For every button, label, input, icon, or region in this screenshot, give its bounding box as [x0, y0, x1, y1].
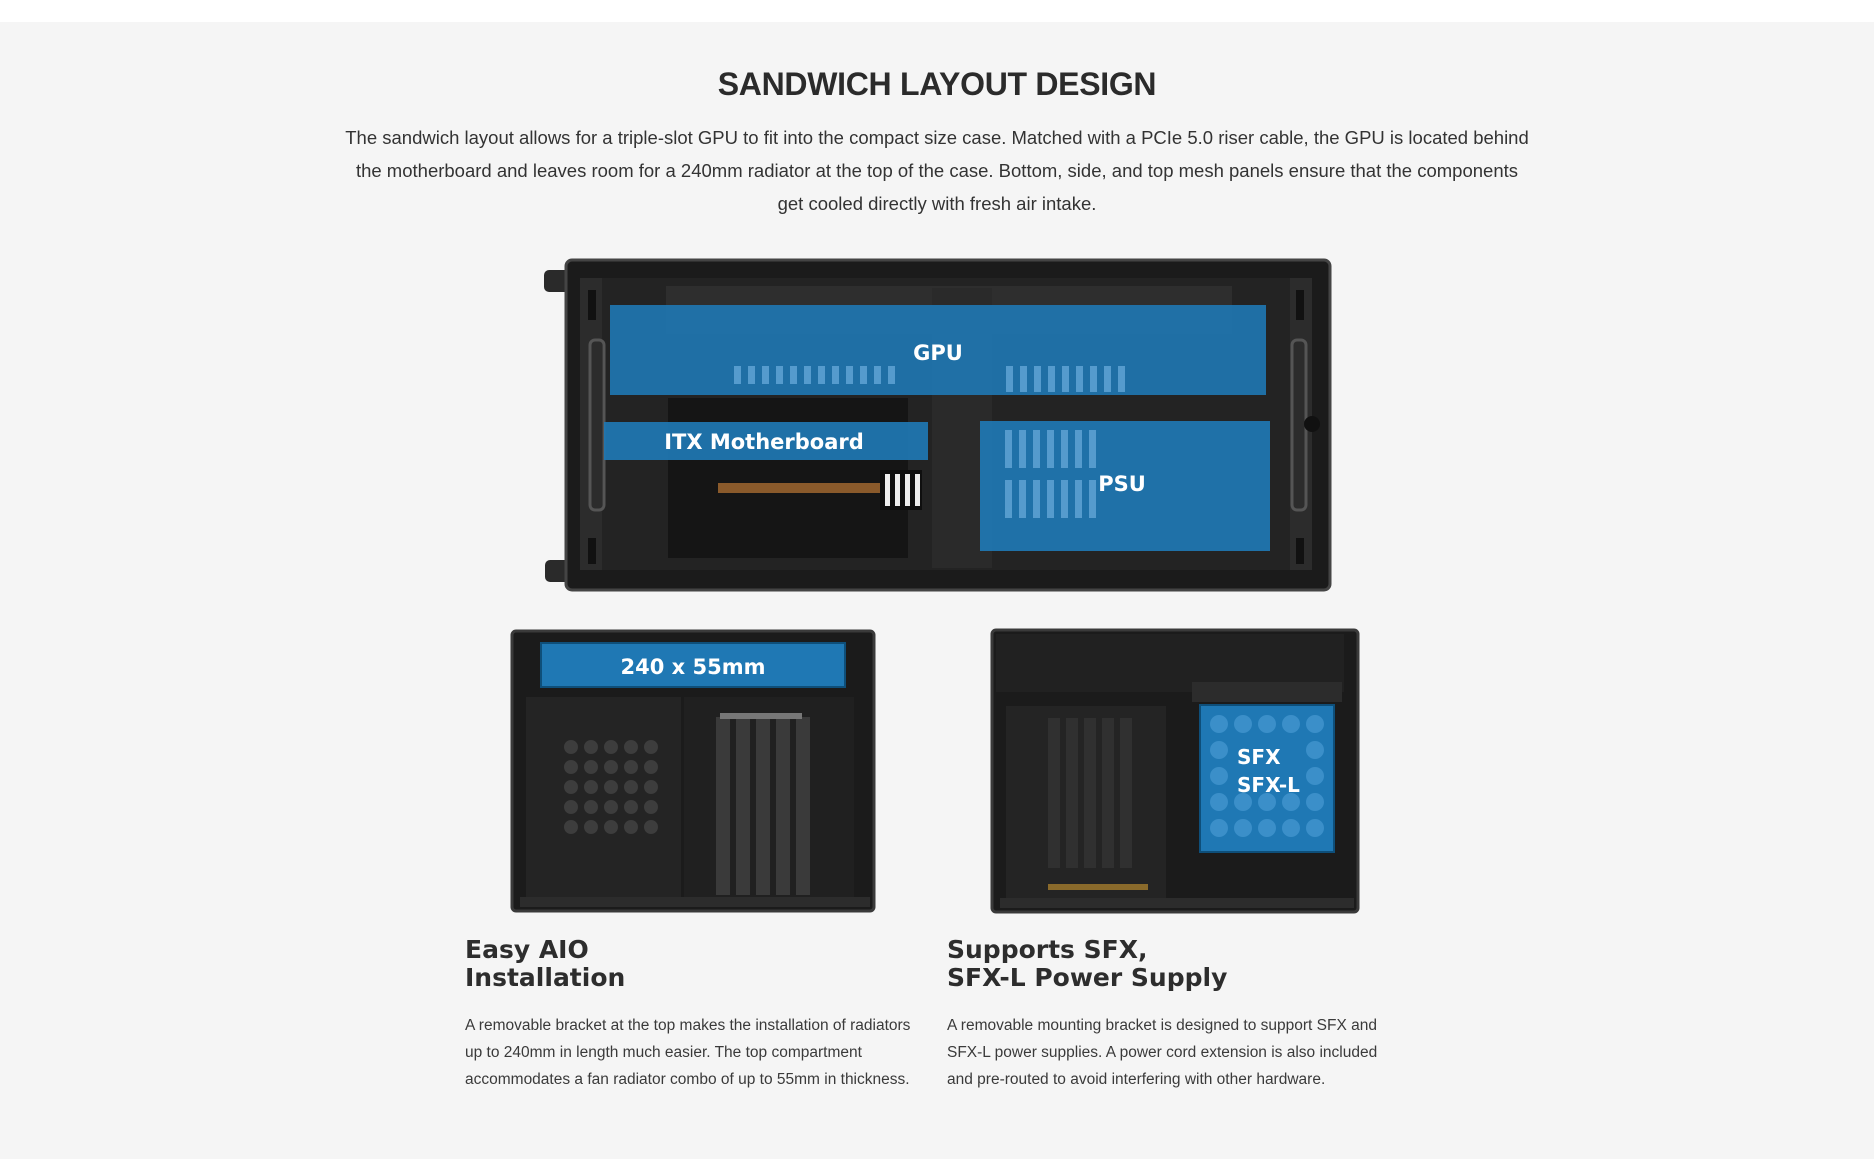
bottom-white-strip: [0, 1159, 1874, 1167]
thumbscrew-top: [544, 270, 570, 292]
feature-text-aio: A removable bracket at the top makes the…: [465, 1017, 911, 1088]
aio-case-image: 240 x 55mm: [506, 627, 886, 917]
aio-size-label: 240 x 55mm: [621, 655, 766, 679]
psu-case-image: SFX SFX-L: [986, 626, 1366, 916]
gpu-label: GPU: [913, 341, 963, 365]
sfx-l-label: SFX-L: [1237, 773, 1300, 797]
aio-radiator-highlight: [540, 642, 846, 688]
main-case-image: GPU ITX Motherboard PSU: [540, 258, 1340, 594]
section-intro: The sandwich layout allows for a triple-…: [345, 127, 1529, 214]
feature-title-psu: Supports SFX, SFX-L Power Supply: [947, 935, 1228, 992]
gpu-highlight: [610, 305, 1266, 395]
sfx-label: SFX: [1237, 745, 1281, 769]
top-white-bar: [0, 0, 1874, 22]
section-title: SANDWICH LAYOUT DESIGN: [717, 66, 1157, 102]
psu-label: PSU: [1098, 472, 1146, 496]
psu-highlight: [980, 421, 1270, 551]
feature-text-psu: A removable mounting bracket is designed…: [947, 1017, 1378, 1088]
motherboard-label: ITX Motherboard: [664, 430, 864, 454]
feature-title-aio: Easy AIO Installation: [465, 935, 626, 992]
motherboard-highlight: [604, 422, 928, 460]
